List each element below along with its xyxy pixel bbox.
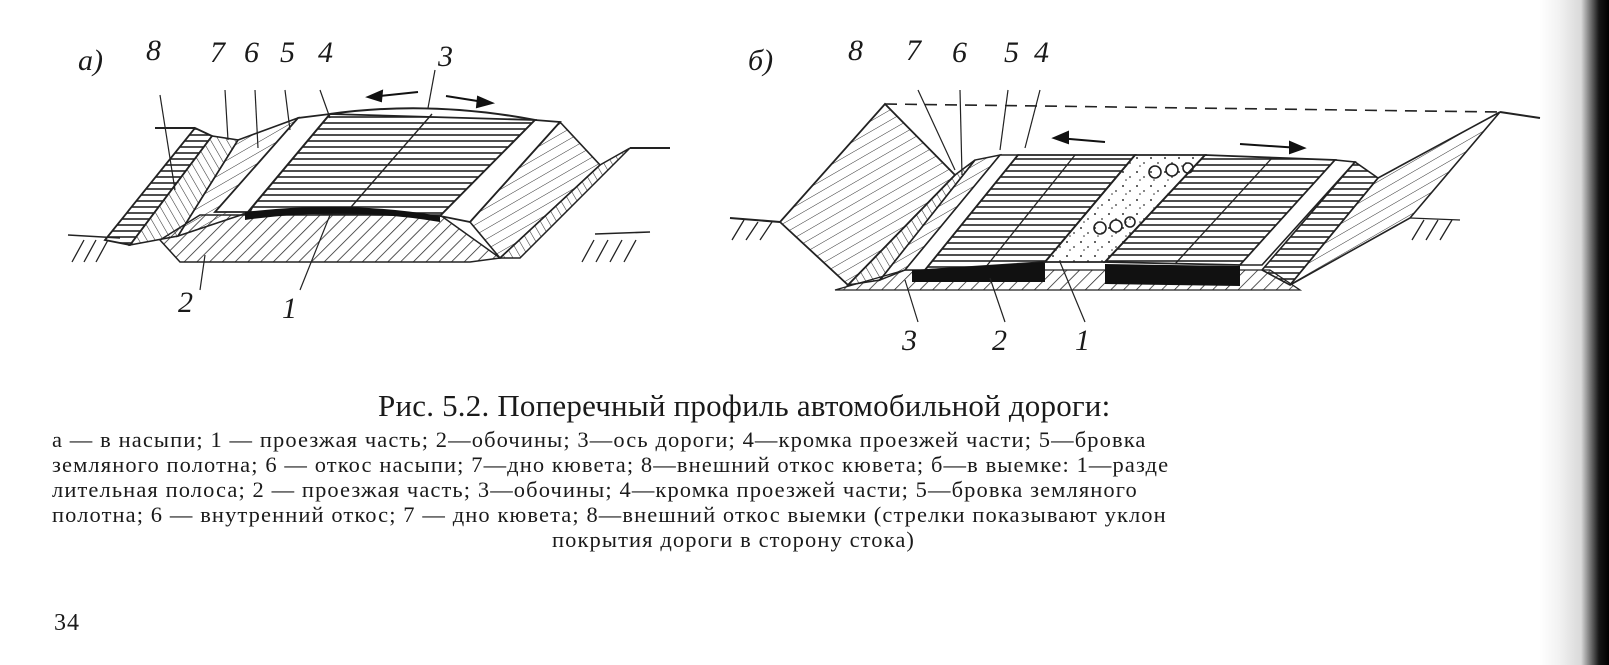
caption-line: покрытия дороги в сторону стока) — [552, 527, 916, 552]
figure-a-crown — [329, 107, 536, 121]
figure-b-number-4: 4 — [1034, 36, 1049, 69]
figure-b-lane-line-left — [984, 154, 1076, 269]
figure-b-number-3: 3 — [901, 324, 917, 357]
figure-b-pavement-right — [1105, 264, 1240, 286]
figure-b-left-ground — [729, 217, 781, 223]
page-edge-shadow — [1539, 0, 1609, 665]
caption-line: полотна; 6 — внутренний откос; 7 — дно к… — [52, 502, 1167, 527]
figure-b-original-ground — [884, 103, 1501, 113]
figure-b-slope-arrows — [1051, 130, 1307, 155]
figure-b-lane-line-right — [1174, 157, 1273, 265]
figure-a-road-axis — [344, 113, 433, 215]
figure-b-leaders — [904, 89, 1086, 323]
figure-a-number-7: 7 — [210, 36, 227, 69]
figure-b-pavement-left — [912, 262, 1045, 282]
figure-b-number-8: 8 — [848, 34, 863, 67]
figure-a-number-8: 8 — [146, 34, 161, 67]
figure-b-number-1: 1 — [1075, 324, 1090, 357]
figure-a-pavement-base — [245, 206, 440, 222]
figure-a-leaders — [159, 69, 436, 291]
page-number: 34 — [54, 610, 80, 636]
figure-a-slope-arrows — [365, 89, 496, 109]
figure-a-number-5: 5 — [280, 36, 295, 69]
figure-b-number-2: 2 — [992, 324, 1007, 357]
figure-a-number-6: 6 — [244, 36, 259, 69]
figure-a-label: а) — [78, 44, 103, 77]
figure-a-number-4: 4 — [318, 36, 333, 69]
figure-caption-body: а — в насыпи; 1 — проезжая часть; 2—обоч… — [52, 427, 1542, 552]
figure-b-number-7: 7 — [906, 34, 923, 67]
figure-caption-title: Рис. 5.2. Поперечный профиль автомобильн… — [378, 388, 1111, 423]
figure-a-number-1: 1 — [282, 292, 297, 325]
caption-line: земляного полотна; 6 — откос насыпи; 7—д… — [52, 452, 1170, 477]
figure-b-label: б) — [748, 44, 773, 77]
caption-line: лительная полоса; 2 — проезжая часть; 3—… — [52, 477, 1138, 502]
caption-line: а — в насыпи; 1 — проезжая часть; 2—обоч… — [52, 427, 1147, 452]
figure-a-embankment: а) — [67, 34, 670, 325]
figure-5-2: а) — [67, 34, 1541, 357]
figure-b-number-5: 5 — [1004, 36, 1019, 69]
figure-b-number-6: 6 — [952, 36, 967, 69]
figure-b-cutting: б) — [729, 34, 1541, 357]
figure-a-number-3: 3 — [437, 40, 453, 73]
figure-b-right-top-line — [1499, 111, 1541, 119]
figure-b-strip-pebbles — [1093, 162, 1194, 235]
figure-a-number-2: 2 — [178, 286, 193, 319]
